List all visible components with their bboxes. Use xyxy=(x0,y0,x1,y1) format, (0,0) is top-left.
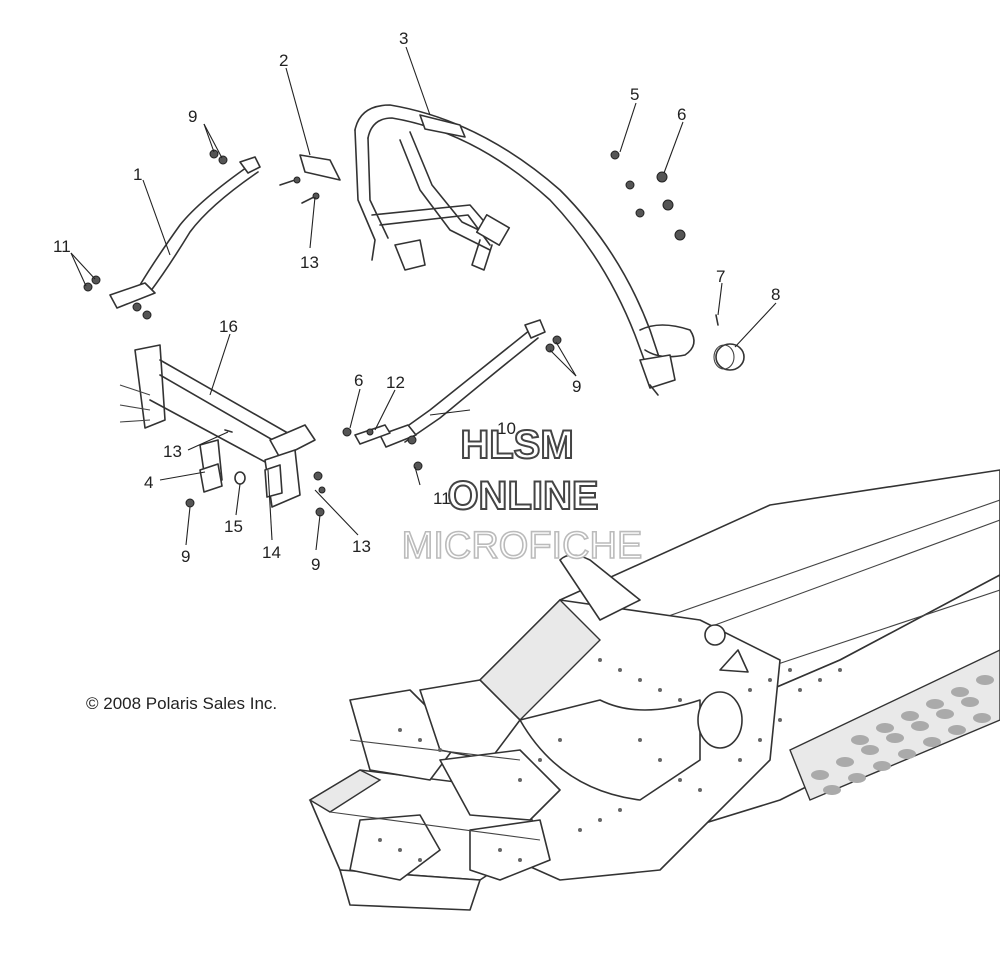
part-14-bracket xyxy=(264,464,283,498)
callout-11: 11 xyxy=(433,489,451,508)
callout-labels: 1 2 3 4 5 6 6 7 8 9 9 9 9 10 11 11 12 13… xyxy=(53,29,780,574)
callout-5: 5 xyxy=(630,85,639,104)
callout-13: 13 xyxy=(352,537,371,556)
callout-6: 6 xyxy=(354,371,363,390)
watermark-line-2: ONLINE xyxy=(447,474,598,518)
callout-13: 13 xyxy=(163,442,182,461)
callout-8: 8 xyxy=(771,285,780,304)
chassis-tunnel xyxy=(308,469,1000,911)
leader-lines xyxy=(70,46,777,551)
part-3-front-frame-hoop xyxy=(354,104,695,396)
part-4-bracket xyxy=(199,463,223,493)
part-15-washer xyxy=(234,471,246,485)
callout-13: 13 xyxy=(300,253,319,272)
hardware-fasteners xyxy=(83,149,719,517)
part-10-strut-center xyxy=(379,319,546,448)
callout-14: 14 xyxy=(262,543,281,562)
callout-3: 3 xyxy=(399,29,408,48)
callout-16: 16 xyxy=(219,317,238,336)
watermark: HLSM ONLINE MICROFICHE xyxy=(401,422,643,568)
callout-9: 9 xyxy=(181,547,190,566)
callout-12: 12 xyxy=(386,373,405,392)
part-2-bracket xyxy=(299,154,341,181)
callout-6: 6 xyxy=(677,105,686,124)
callout-11: 11 xyxy=(53,237,71,256)
watermark-line-1: HLSM xyxy=(460,423,573,467)
callout-10: 10 xyxy=(497,419,516,438)
callout-9: 9 xyxy=(311,555,320,574)
callout-9: 9 xyxy=(572,377,581,396)
part-8-end-cap xyxy=(713,343,745,371)
part-1-strut-left xyxy=(109,156,261,320)
copyright-notice: © 2008 Polaris Sales Inc. xyxy=(86,694,277,713)
callout-9: 9 xyxy=(188,107,197,126)
callout-1: 1 xyxy=(133,165,142,184)
part-12-plate xyxy=(342,424,391,445)
callout-2: 2 xyxy=(279,51,288,70)
callout-4: 4 xyxy=(144,473,153,492)
watermark-line-3: MICROFICHE xyxy=(402,525,643,567)
callout-7: 7 xyxy=(716,267,725,286)
callout-15: 15 xyxy=(224,517,243,536)
